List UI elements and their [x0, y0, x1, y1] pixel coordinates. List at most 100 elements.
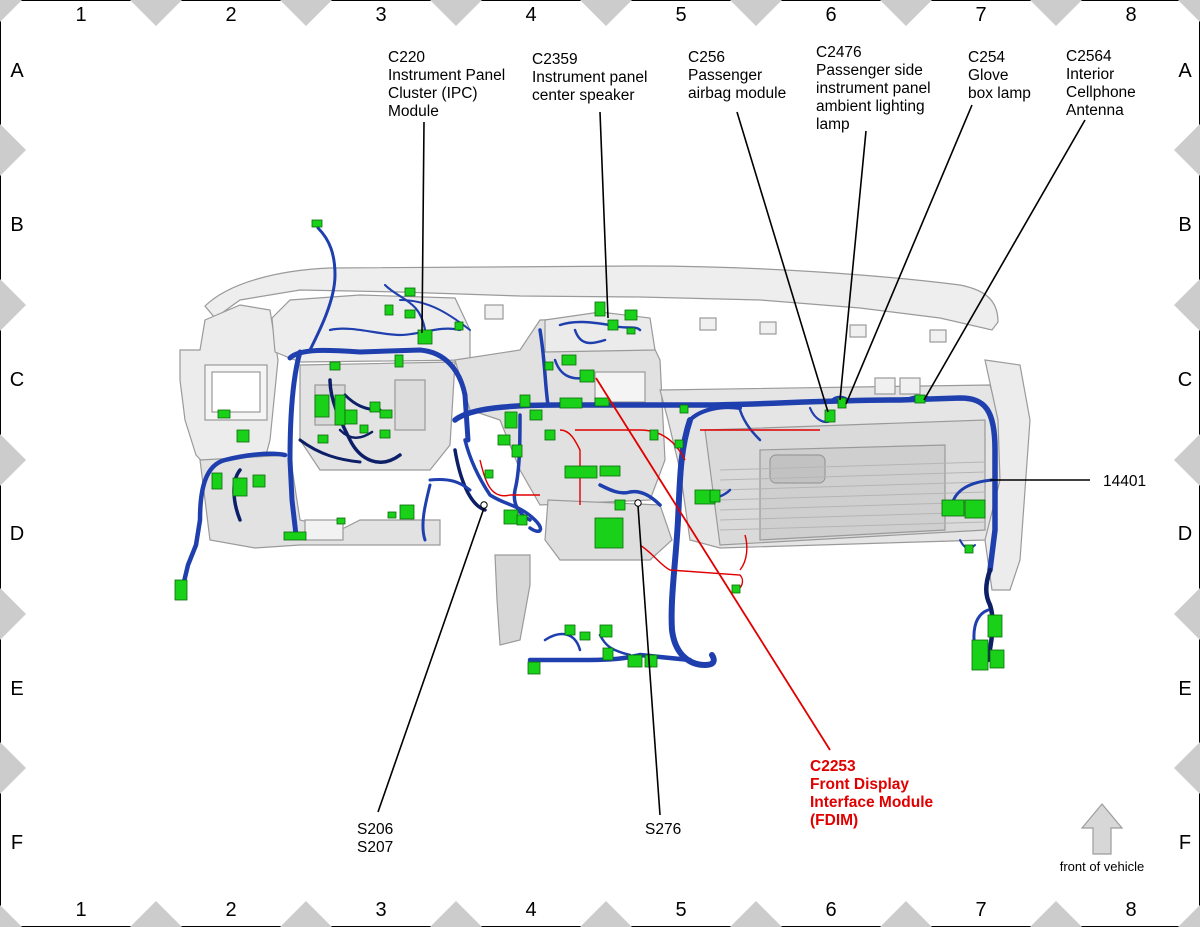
border-chevron — [0, 279, 26, 331]
callout-line: Cellphone — [1066, 84, 1136, 101]
callout-line: 14401 — [1103, 473, 1146, 490]
border-chevron — [580, 0, 632, 26]
border-chevron — [730, 0, 782, 26]
callout-line: lamp — [816, 116, 850, 133]
column-label: 5 — [675, 4, 686, 26]
column-label: 3 — [375, 899, 386, 921]
callout-c2253: C2253 Front Display Interface Module (FD… — [810, 758, 934, 829]
column-label: 8 — [1125, 4, 1136, 26]
column-label: 4 — [525, 4, 536, 26]
border-chevron — [430, 0, 482, 26]
callout-c220: C220 Instrument Panel Cluster (IPC) Modu… — [388, 49, 505, 120]
splice-points — [480, 499, 642, 509]
column-label: 4 — [525, 899, 536, 921]
callout-s276: S276 — [645, 821, 681, 838]
border-chevron — [1174, 434, 1200, 486]
highlight-circuit — [479, 429, 820, 591]
callout-line: Instrument Panel — [388, 67, 505, 84]
callout-line: ambient lighting — [816, 98, 925, 115]
column-label: 6 — [825, 4, 836, 26]
callout-line: Instrument panel — [532, 69, 647, 86]
row-label: D — [1178, 523, 1192, 545]
callout-line: box lamp — [968, 85, 1031, 102]
callout-c2476: C2476 Passenger side instrument panel am… — [816, 44, 931, 133]
column-label: 8 — [1125, 899, 1136, 921]
leader-lines — [377, 104, 1090, 816]
leader-c2476 — [839, 130, 867, 401]
border-chevron — [280, 0, 332, 26]
border-chevron — [430, 901, 482, 927]
column-labels-top: 1 2 3 4 5 6 7 8 — [75, 4, 1136, 26]
callout-line: (FDIM) — [810, 812, 858, 829]
leader-s206-s207 — [377, 507, 485, 813]
callout-line: S206 — [357, 821, 393, 838]
row-label: B — [10, 214, 23, 236]
column-label: 6 — [825, 899, 836, 921]
splice-s276 — [634, 499, 642, 507]
leader-c254 — [845, 104, 973, 405]
row-labels-right: A B C D E F — [1178, 60, 1193, 854]
border-chevron — [1174, 588, 1200, 640]
callout-line: Antenna — [1066, 102, 1124, 119]
callout-line: instrument panel — [816, 80, 931, 97]
row-label: D — [10, 523, 24, 545]
front-of-vehicle-label: front of vehicle — [1060, 859, 1145, 874]
column-label: 3 — [375, 4, 386, 26]
callout-line: Passenger side — [816, 62, 923, 79]
leader-c220 — [421, 121, 425, 334]
callout-line: Cluster (IPC) — [388, 85, 478, 102]
row-label: C — [1178, 369, 1192, 391]
row-label: A — [10, 60, 24, 82]
border-chevron — [0, 124, 26, 176]
border-chevron — [730, 901, 782, 927]
row-label: B — [1178, 214, 1191, 236]
border-chevron — [130, 901, 182, 927]
border-chevron — [0, 434, 26, 486]
border-chevron — [0, 905, 22, 927]
callout-line: Interface Module — [810, 794, 934, 811]
border-chevron — [580, 901, 632, 927]
row-label: E — [10, 678, 23, 700]
callout-14401: 14401 — [1103, 473, 1146, 490]
row-labels-left: A B C D E F — [10, 60, 25, 854]
callout-line: C2476 — [816, 44, 862, 61]
column-label: 1 — [75, 899, 86, 921]
leader-c2253 — [595, 377, 831, 751]
callout-c2564: C2564 Interior Cellphone Antenna — [1066, 48, 1136, 119]
column-label: 7 — [975, 4, 986, 26]
callout-s206-s207: S206 S207 — [357, 821, 393, 856]
callout-line: airbag module — [688, 85, 786, 102]
leader-c256 — [736, 111, 829, 413]
border-chevron — [1178, 905, 1200, 927]
border-chevron — [130, 0, 182, 26]
callout-line: Passenger — [688, 67, 762, 84]
callout-line: C2253 — [810, 758, 856, 775]
callout-line: Interior — [1066, 66, 1114, 83]
leader-c2564 — [923, 119, 1086, 401]
callout-c256: C256 Passenger airbag module — [688, 49, 786, 102]
border-chevron — [1174, 124, 1200, 176]
column-labels-bottom: 1 2 3 4 5 6 7 8 — [75, 899, 1136, 921]
row-label: F — [1179, 832, 1191, 854]
callout-c2359: C2359 Instrument panel center speaker — [532, 51, 647, 104]
row-label: E — [1178, 678, 1191, 700]
callout-line: S207 — [357, 839, 393, 856]
column-label: 7 — [975, 899, 986, 921]
row-label: C — [10, 369, 24, 391]
border-chevron — [1178, 0, 1200, 22]
border-chevron — [0, 0, 22, 22]
callout-line: C256 — [688, 49, 725, 66]
splice-s206-s207 — [480, 501, 488, 509]
callout-line: C220 — [388, 49, 425, 66]
leader-c2359 — [599, 111, 609, 319]
leader-s276 — [637, 505, 661, 816]
callout-line: C254 — [968, 49, 1005, 66]
border-chevron — [1174, 279, 1200, 331]
border-chevron — [0, 742, 26, 794]
column-label: 2 — [225, 4, 236, 26]
column-label: 1 — [75, 4, 86, 26]
front-of-vehicle-indicator: front of vehicle — [1060, 803, 1145, 874]
arrow-up-icon — [1080, 803, 1124, 855]
